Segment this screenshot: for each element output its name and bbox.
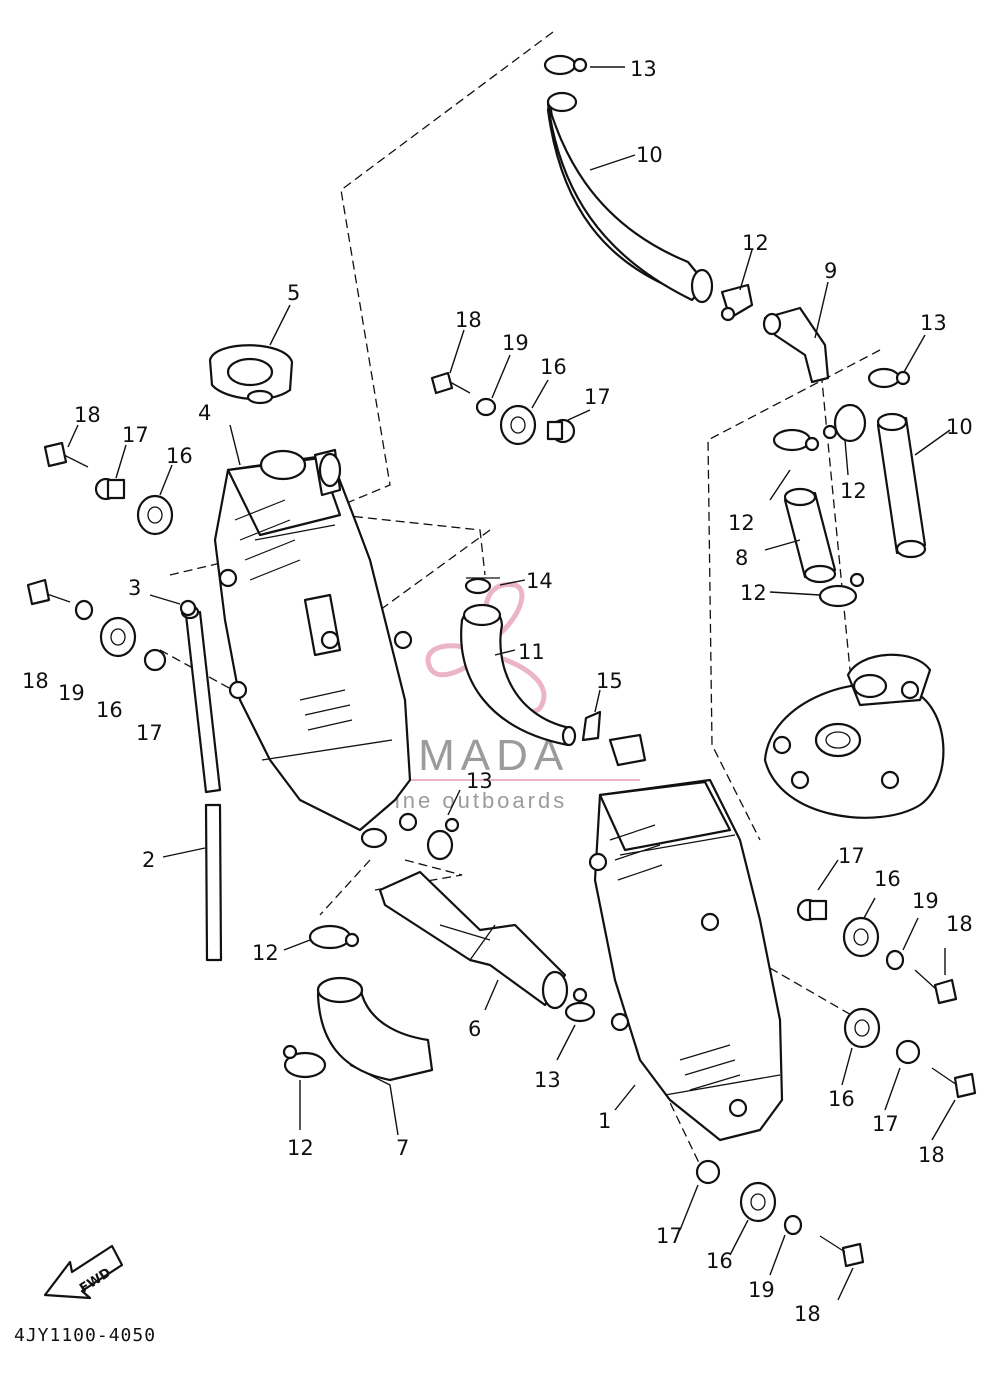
grommet-16-bottom — [739, 1181, 777, 1223]
bolt-18-left-b — [26, 578, 71, 606]
callout-12: 12 — [252, 941, 279, 965]
callout-10: 10 — [636, 143, 663, 167]
callout-13: 13 — [920, 311, 947, 335]
clamp-13-c — [426, 817, 460, 861]
callout-17: 17 — [838, 844, 865, 868]
collar-17-right-b — [895, 1039, 921, 1065]
fitting-3 — [179, 599, 197, 617]
callout-6: 6 — [468, 1017, 481, 1041]
radiator-cap — [208, 344, 294, 405]
clamp-14 — [464, 577, 500, 595]
callout-18: 18 — [946, 912, 973, 936]
callout-16: 16 — [166, 444, 193, 468]
leader-lines — [67, 66, 956, 1301]
callout-19: 19 — [912, 889, 939, 913]
clamp-12-d — [818, 572, 865, 608]
clamp-15 — [581, 710, 602, 742]
collar-17-bottom — [695, 1159, 721, 1185]
callout-16: 16 — [706, 1249, 733, 1273]
callout-19: 19 — [748, 1278, 775, 1302]
clamp-13-top — [543, 54, 588, 76]
radiator-left — [213, 448, 413, 849]
clamp-12-f — [282, 1044, 327, 1079]
callout-17: 17 — [872, 1112, 899, 1136]
collar-17-left-b — [143, 648, 167, 672]
mounting-hardware — [26, 371, 977, 1268]
hose-clamps — [282, 54, 911, 1079]
bolt-18-right-b — [931, 1067, 977, 1099]
callout-13: 13 — [466, 769, 493, 793]
cylinder-head — [763, 653, 945, 819]
callout-19: 19 — [502, 331, 529, 355]
callout-4: 4 — [198, 401, 211, 425]
forward-arrow-icon: FWD — [43, 1244, 124, 1300]
clamp-12-a — [720, 283, 754, 322]
callout-18: 18 — [455, 308, 482, 332]
bolt-18-top — [430, 371, 471, 395]
callout-16: 16 — [96, 698, 123, 722]
bolt-18-left-a — [43, 441, 89, 468]
grommet-16-right-a — [842, 916, 880, 958]
callout-15: 15 — [596, 669, 623, 693]
callout-13: 13 — [630, 57, 657, 81]
callout-10: 10 — [946, 415, 973, 439]
callout-2: 2 — [142, 848, 155, 872]
callout-12: 12 — [840, 479, 867, 503]
callout-12: 12 — [742, 231, 769, 255]
clamp-12-c — [772, 428, 820, 452]
clamp-12-b — [822, 403, 867, 443]
bolt-18-right-a — [914, 969, 958, 1005]
callout-12: 12 — [740, 581, 767, 605]
collar-17-right-a — [796, 898, 828, 922]
radiator-right — [588, 733, 784, 1142]
callout-17: 17 — [584, 385, 611, 409]
bolt-18-bottom — [819, 1235, 865, 1268]
grommet-16-right-b — [843, 1007, 881, 1049]
callout-9: 9 — [824, 259, 837, 283]
callout-19: 19 — [58, 681, 85, 705]
collar-17-left-a — [94, 477, 126, 501]
callout-18: 18 — [918, 1143, 945, 1167]
callout-16: 16 — [874, 867, 901, 891]
callout-12: 12 — [287, 1136, 314, 1160]
grommet-16-top — [499, 404, 537, 446]
callout-12: 12 — [728, 511, 755, 535]
clamp-13-b — [867, 367, 911, 389]
callout-18: 18 — [22, 669, 49, 693]
callout-labels: 13 10 12 9 13 10 12 12 8 12 5 4 18 17 16… — [22, 57, 973, 1326]
callout-16: 16 — [828, 1087, 855, 1111]
grommet-16-left-b — [99, 616, 137, 658]
callout-16: 16 — [540, 355, 567, 379]
callout-11: 11 — [518, 640, 545, 664]
clamp-13-fitting — [398, 812, 418, 832]
callout-17: 17 — [136, 721, 163, 745]
callout-14: 14 — [526, 569, 553, 593]
grommet-16-left-a — [136, 494, 174, 536]
callout-8: 8 — [735, 546, 748, 570]
clamp-13-d — [564, 987, 596, 1023]
hoses — [180, 91, 927, 1082]
callout-3: 3 — [128, 576, 141, 600]
clamp-12-e — [308, 924, 360, 950]
callout-7: 7 — [396, 1136, 409, 1160]
callout-18: 18 — [794, 1302, 821, 1326]
callout-13: 13 — [534, 1068, 561, 1092]
filler-neck — [318, 452, 342, 488]
callout-1: 1 — [598, 1109, 611, 1133]
callout-17: 17 — [656, 1224, 683, 1248]
callout-17: 17 — [122, 423, 149, 447]
collar-17-top — [546, 418, 576, 444]
callout-5: 5 — [287, 281, 300, 305]
callout-18: 18 — [74, 403, 101, 427]
diagram-code: 4JY1100-4050 — [14, 1325, 156, 1346]
